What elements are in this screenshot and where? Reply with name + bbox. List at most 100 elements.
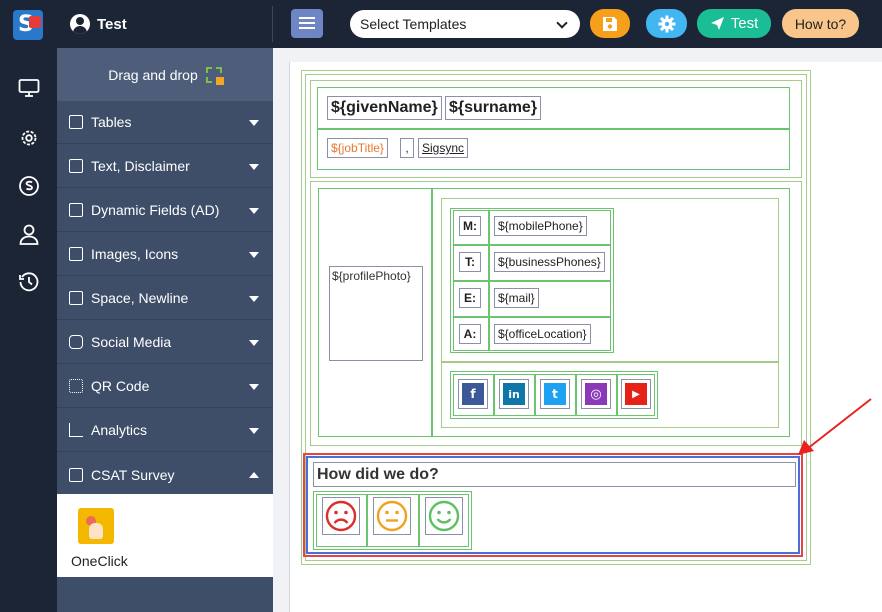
neutral-face-icon: [376, 500, 408, 532]
how-to-button[interactable]: How to?: [782, 9, 859, 38]
title-row: [317, 129, 790, 170]
select-templates-dropdown[interactable]: Select Templates: [350, 10, 580, 38]
job-title-field[interactable]: ${jobTitle}: [327, 138, 388, 158]
category-label: Social Media: [91, 334, 172, 350]
monitor-icon[interactable]: [18, 77, 40, 99]
user-avatar-icon: [70, 14, 90, 34]
test-button-label: Test: [730, 15, 759, 32]
menu-line: [299, 22, 315, 24]
csat-neutral-option[interactable]: [373, 497, 411, 535]
address-label[interactable]: A:: [459, 324, 481, 344]
menu-line: [299, 17, 315, 19]
contact-value-cell: [489, 245, 611, 281]
caret-down-icon: [249, 340, 259, 346]
comma-text[interactable]: ,: [400, 138, 414, 158]
category-label: Images, Icons: [91, 246, 179, 262]
category-csat-survey[interactable]: CSAT Survey: [57, 453, 273, 496]
csat-oneclick-item[interactable]: OneClick: [57, 494, 273, 577]
category-dynamic-fields[interactable]: Dynamic Fields (AD): [57, 189, 273, 232]
category-label: Dynamic Fields (AD): [91, 202, 220, 218]
user-menu[interactable]: Test: [70, 13, 127, 35]
mobile-label[interactable]: M:: [459, 216, 481, 236]
chevron-down-icon: [556, 17, 568, 29]
office-location-field[interactable]: ${officeLocation}: [494, 324, 591, 344]
mobile-phone-field[interactable]: ${mobilePhone}: [494, 216, 587, 236]
facebook-link[interactable]: f: [458, 379, 488, 409]
csat-face-cell: [419, 494, 469, 547]
caret-up-icon: [249, 472, 259, 478]
category-analytics[interactable]: Analytics: [57, 409, 273, 452]
contact-value-cell: [489, 317, 611, 351]
category-qr-code[interactable]: QR Code: [57, 365, 273, 408]
caret-down-icon: [249, 120, 259, 126]
category-label: Text, Disclaimer: [91, 158, 190, 174]
gear-icon[interactable]: [18, 127, 40, 149]
youtube-link[interactable]: ▶: [621, 379, 651, 409]
email-label[interactable]: E:: [459, 288, 481, 308]
image-icon: [69, 247, 83, 261]
oneclick-label: OneClick: [71, 553, 128, 569]
csat-selected-outline: [303, 453, 803, 557]
phone-label[interactable]: T:: [459, 252, 481, 272]
category-text-disclaimer[interactable]: Text, Disclaimer: [57, 145, 273, 188]
csat-unhappy-option[interactable]: [322, 497, 360, 535]
test-button[interactable]: Test: [697, 9, 771, 38]
sad-face-icon: [325, 500, 357, 532]
social-cell: [576, 374, 617, 416]
surname-field[interactable]: ${surname}: [445, 96, 542, 120]
social-cell: [535, 374, 576, 416]
contact-value-cell: [489, 281, 611, 317]
oneclick-hand-icon: [78, 508, 114, 544]
signature-inner-table: [305, 74, 807, 561]
caret-down-icon: [249, 384, 259, 390]
twitter-link[interactable]: t: [540, 379, 570, 409]
user-name: Test: [97, 15, 127, 33]
linkedin-link[interactable]: in: [499, 379, 529, 409]
save-button[interactable]: [590, 9, 630, 38]
app-logo[interactable]: [13, 10, 43, 40]
how-to-label: How to?: [794, 15, 847, 32]
mail-field[interactable]: ${mail}: [494, 288, 539, 308]
hamburger-menu-button[interactable]: [291, 9, 323, 38]
business-phone-field[interactable]: ${businessPhones}: [494, 252, 605, 272]
contact-label-cell: [453, 210, 489, 245]
csat-face-cell: [316, 494, 367, 547]
profile-photo-placeholder[interactable]: ${profilePhoto}: [329, 266, 423, 361]
name-row: [317, 87, 790, 129]
company-link[interactable]: Sigsync: [418, 138, 469, 158]
linkedin-icon: in: [503, 383, 525, 405]
category-label: Space, Newline: [91, 290, 189, 306]
signature-outer-table[interactable]: [301, 70, 811, 565]
floppy-disk-icon: [603, 16, 617, 31]
category-space-newline[interactable]: Space, Newline: [57, 277, 273, 320]
icon-rail: [0, 48, 57, 612]
category-tables[interactable]: Tables: [57, 101, 273, 144]
csat-question-text[interactable]: How did we do?: [313, 462, 796, 487]
profile-photo-alt: ${profilePhoto}: [332, 269, 411, 283]
text-icon: [69, 159, 83, 173]
history-clock-icon[interactable]: [18, 271, 40, 293]
instagram-link[interactable]: ◎: [581, 379, 611, 409]
instagram-icon: [69, 335, 83, 349]
category-social-media[interactable]: Social Media: [57, 321, 273, 364]
csat-survey-table[interactable]: [306, 456, 800, 554]
given-name-field[interactable]: ${givenName}: [327, 96, 442, 120]
category-label: CSAT Survey: [91, 466, 175, 483]
drag-and-drop-label: Drag and drop: [108, 66, 198, 83]
contact-grid: [450, 208, 614, 353]
twitter-icon: t: [544, 383, 566, 405]
caret-down-icon: [249, 296, 259, 302]
divider: [272, 6, 273, 42]
contact-label-cell: [453, 245, 489, 281]
csat-happy-option[interactable]: [425, 497, 463, 535]
name-block-table[interactable]: [310, 80, 802, 178]
caret-down-icon: [249, 164, 259, 170]
user-icon[interactable]: [18, 223, 40, 245]
category-images-icons[interactable]: Images, Icons: [57, 233, 273, 276]
code-icon: [69, 203, 83, 217]
social-cell: [494, 374, 535, 416]
body-block-table[interactable]: [310, 181, 802, 446]
sigsync-s-icon[interactable]: [18, 175, 40, 197]
newline-icon: [69, 291, 83, 305]
settings-button[interactable]: [646, 9, 687, 38]
